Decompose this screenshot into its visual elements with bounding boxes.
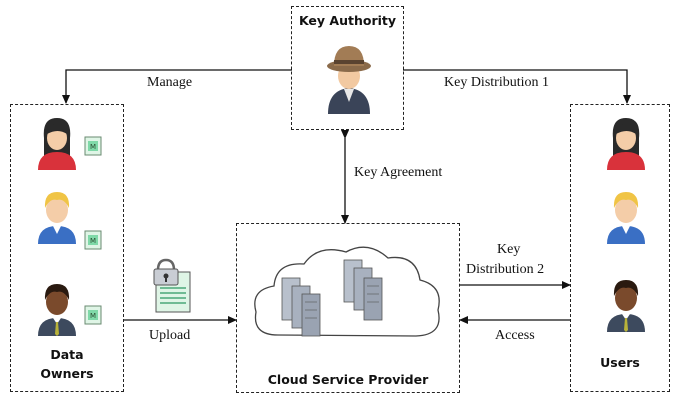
data-owners-label-line1: Data (50, 347, 84, 362)
key-distribution-2-label-line1: Key (497, 242, 521, 257)
locked-document-icon (153, 258, 191, 313)
cloud-server-icon (254, 246, 440, 337)
detective-fedora-icon (327, 46, 371, 114)
male-user-icon (607, 192, 645, 244)
key-authority-label: Key Authority (298, 13, 397, 28)
female-user-icon (607, 118, 645, 170)
cloud-service-provider-box (236, 223, 460, 393)
svg-text:M: M (90, 237, 96, 245)
data-owners-box (10, 104, 124, 392)
green-document-icon: M (84, 305, 102, 325)
users-label: Users (600, 355, 640, 370)
female-user-icon (38, 118, 76, 170)
green-document-icon: M (84, 230, 102, 250)
male-user-icon (607, 280, 645, 332)
key-distribution-1-label: Key Distribution 1 (444, 75, 549, 90)
access-label: Access (495, 328, 535, 343)
data-owners-label-line2: Owners (40, 366, 94, 381)
svg-text:M: M (90, 312, 96, 320)
svg-text:M: M (90, 143, 96, 151)
manage-arrow (62, 69, 292, 104)
key-distribution-2-label-line2: Distribution 2 (466, 262, 545, 277)
cloud-service-provider-label: Cloud Service Provider (267, 372, 429, 387)
male-user-icon (38, 284, 76, 336)
key-authority-box (291, 6, 404, 130)
manage-label: Manage (147, 75, 193, 90)
green-document-icon: M (84, 136, 102, 156)
male-user-icon (38, 192, 76, 244)
key-distribution-1-arrow (403, 69, 631, 104)
upload-label: Upload (149, 328, 191, 343)
users-box (570, 104, 670, 392)
key-agreement-label: Key Agreement (354, 165, 443, 180)
